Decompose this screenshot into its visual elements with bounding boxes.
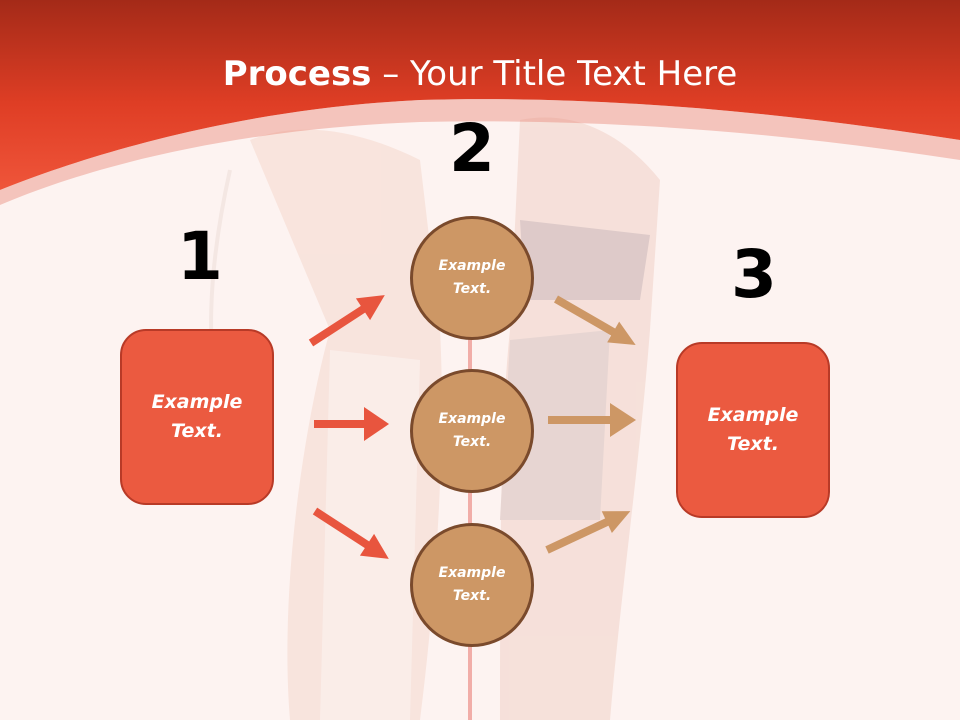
process-circle-middle: Example Text. [410,369,534,493]
process-circle-bottom: Example Text. [410,523,534,647]
arrow-left-middle [314,407,389,441]
arrow-right-middle [548,403,636,437]
process-box-3-text: Example Text. [707,404,799,455]
arrow-left-up [308,295,385,347]
arrow-right-down [554,295,636,345]
background-figures [209,117,660,720]
slide-title: Process – Your Title Text Here [0,52,960,96]
step-number-2: 2 [449,110,495,187]
process-box-1-text: Example Text. [151,391,243,442]
arrow-left-down [312,507,389,559]
title-bold: Process [222,54,372,94]
process-box-3: Example Text. [676,342,830,518]
process-circle-middle-text: Example Text. [438,411,506,450]
process-box-1: Example Text. [120,329,274,505]
process-circle-top: Example Text. [410,216,534,340]
process-circle-bottom-text: Example Text. [438,565,506,604]
arrow-right-up [545,511,631,554]
step-number-3: 3 [731,236,777,313]
process-circle-top-text: Example Text. [438,258,506,297]
step-number-1: 1 [177,218,223,295]
title-rest: – Your Title Text Here [371,54,738,94]
